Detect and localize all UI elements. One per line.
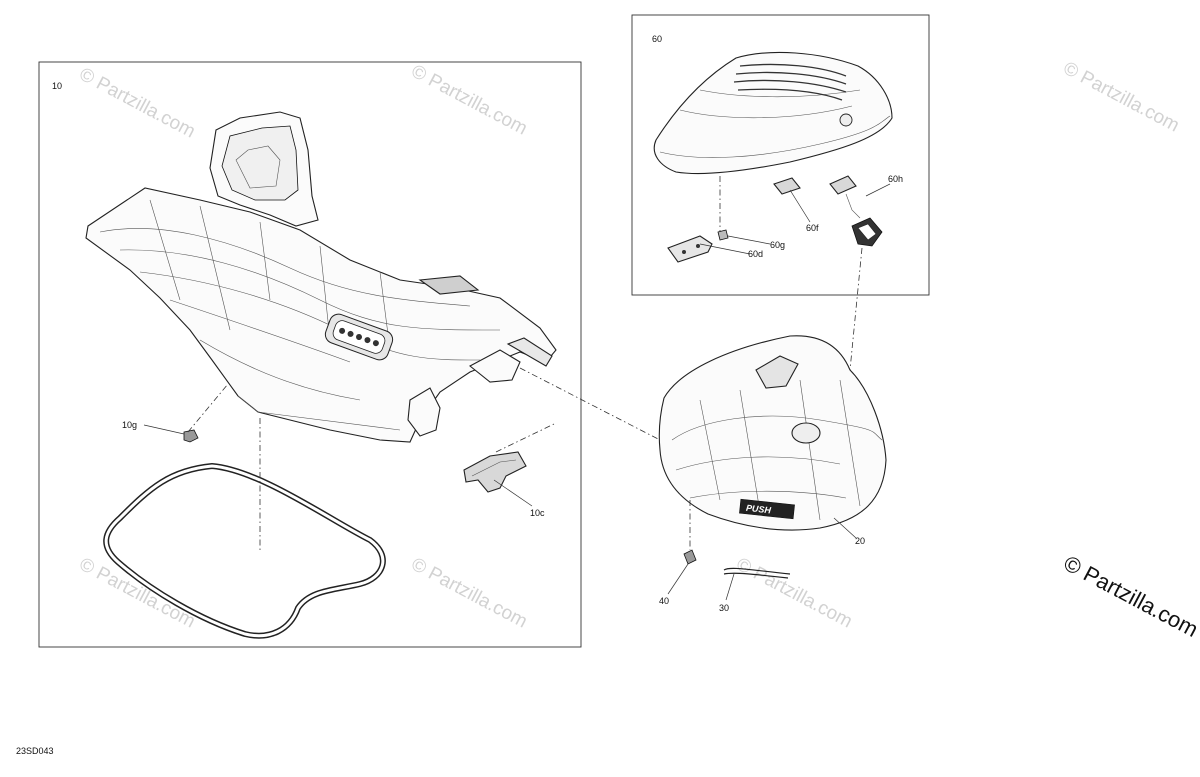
seat-grip bbox=[418, 275, 480, 295]
seat-handle-opening bbox=[221, 125, 299, 201]
diagram-id: 23SD043 bbox=[16, 746, 54, 756]
callout-60g: 60g bbox=[770, 240, 785, 250]
watermark: © Partzilla.com bbox=[733, 554, 856, 633]
seat-body bbox=[85, 187, 557, 443]
watermark: © Partzilla.com bbox=[76, 554, 199, 633]
seat-underside-bracket bbox=[469, 349, 521, 383]
cover-group-label: 60 bbox=[652, 34, 662, 44]
callout-20: 20 bbox=[855, 536, 865, 546]
clip-10g bbox=[183, 429, 199, 443]
callout-60f: 60f bbox=[806, 223, 819, 233]
seat-assembly bbox=[85, 111, 557, 443]
callout-10c: 10c bbox=[530, 508, 545, 518]
callout-30: 30 bbox=[719, 603, 729, 613]
plate-60d bbox=[667, 235, 713, 263]
push-emblem-text: PUSH bbox=[745, 503, 771, 516]
callout-60d: 60d bbox=[748, 249, 763, 259]
seat-underside-latch bbox=[407, 387, 441, 437]
callout-60h: 60h bbox=[888, 174, 903, 184]
pin-30 bbox=[723, 567, 791, 579]
latch-60h bbox=[829, 175, 883, 247]
bracket-60f bbox=[773, 177, 801, 195]
seat-group-label: 10 bbox=[52, 81, 62, 91]
watermark: © Partzilla.com bbox=[408, 554, 531, 633]
watermark: © Partzilla.com bbox=[76, 64, 199, 143]
watermark-edge: © Partzilla.com bbox=[1060, 550, 1200, 642]
nut-40 bbox=[683, 549, 697, 565]
cover-60 bbox=[653, 51, 893, 175]
storage-bin-20: PUSH bbox=[658, 335, 887, 531]
latch-10c bbox=[463, 451, 527, 493]
watermark: © Partzilla.com bbox=[1060, 58, 1183, 137]
nut-60g bbox=[717, 229, 729, 241]
callout-40: 40 bbox=[659, 596, 669, 606]
watermark: © Partzilla.com bbox=[408, 61, 531, 140]
cover-group-frame bbox=[631, 14, 930, 296]
seat-badge bbox=[324, 313, 394, 361]
seat-group-frame bbox=[38, 61, 582, 648]
callout-10g: 10g bbox=[122, 420, 137, 430]
seat-gasket bbox=[103, 462, 386, 639]
